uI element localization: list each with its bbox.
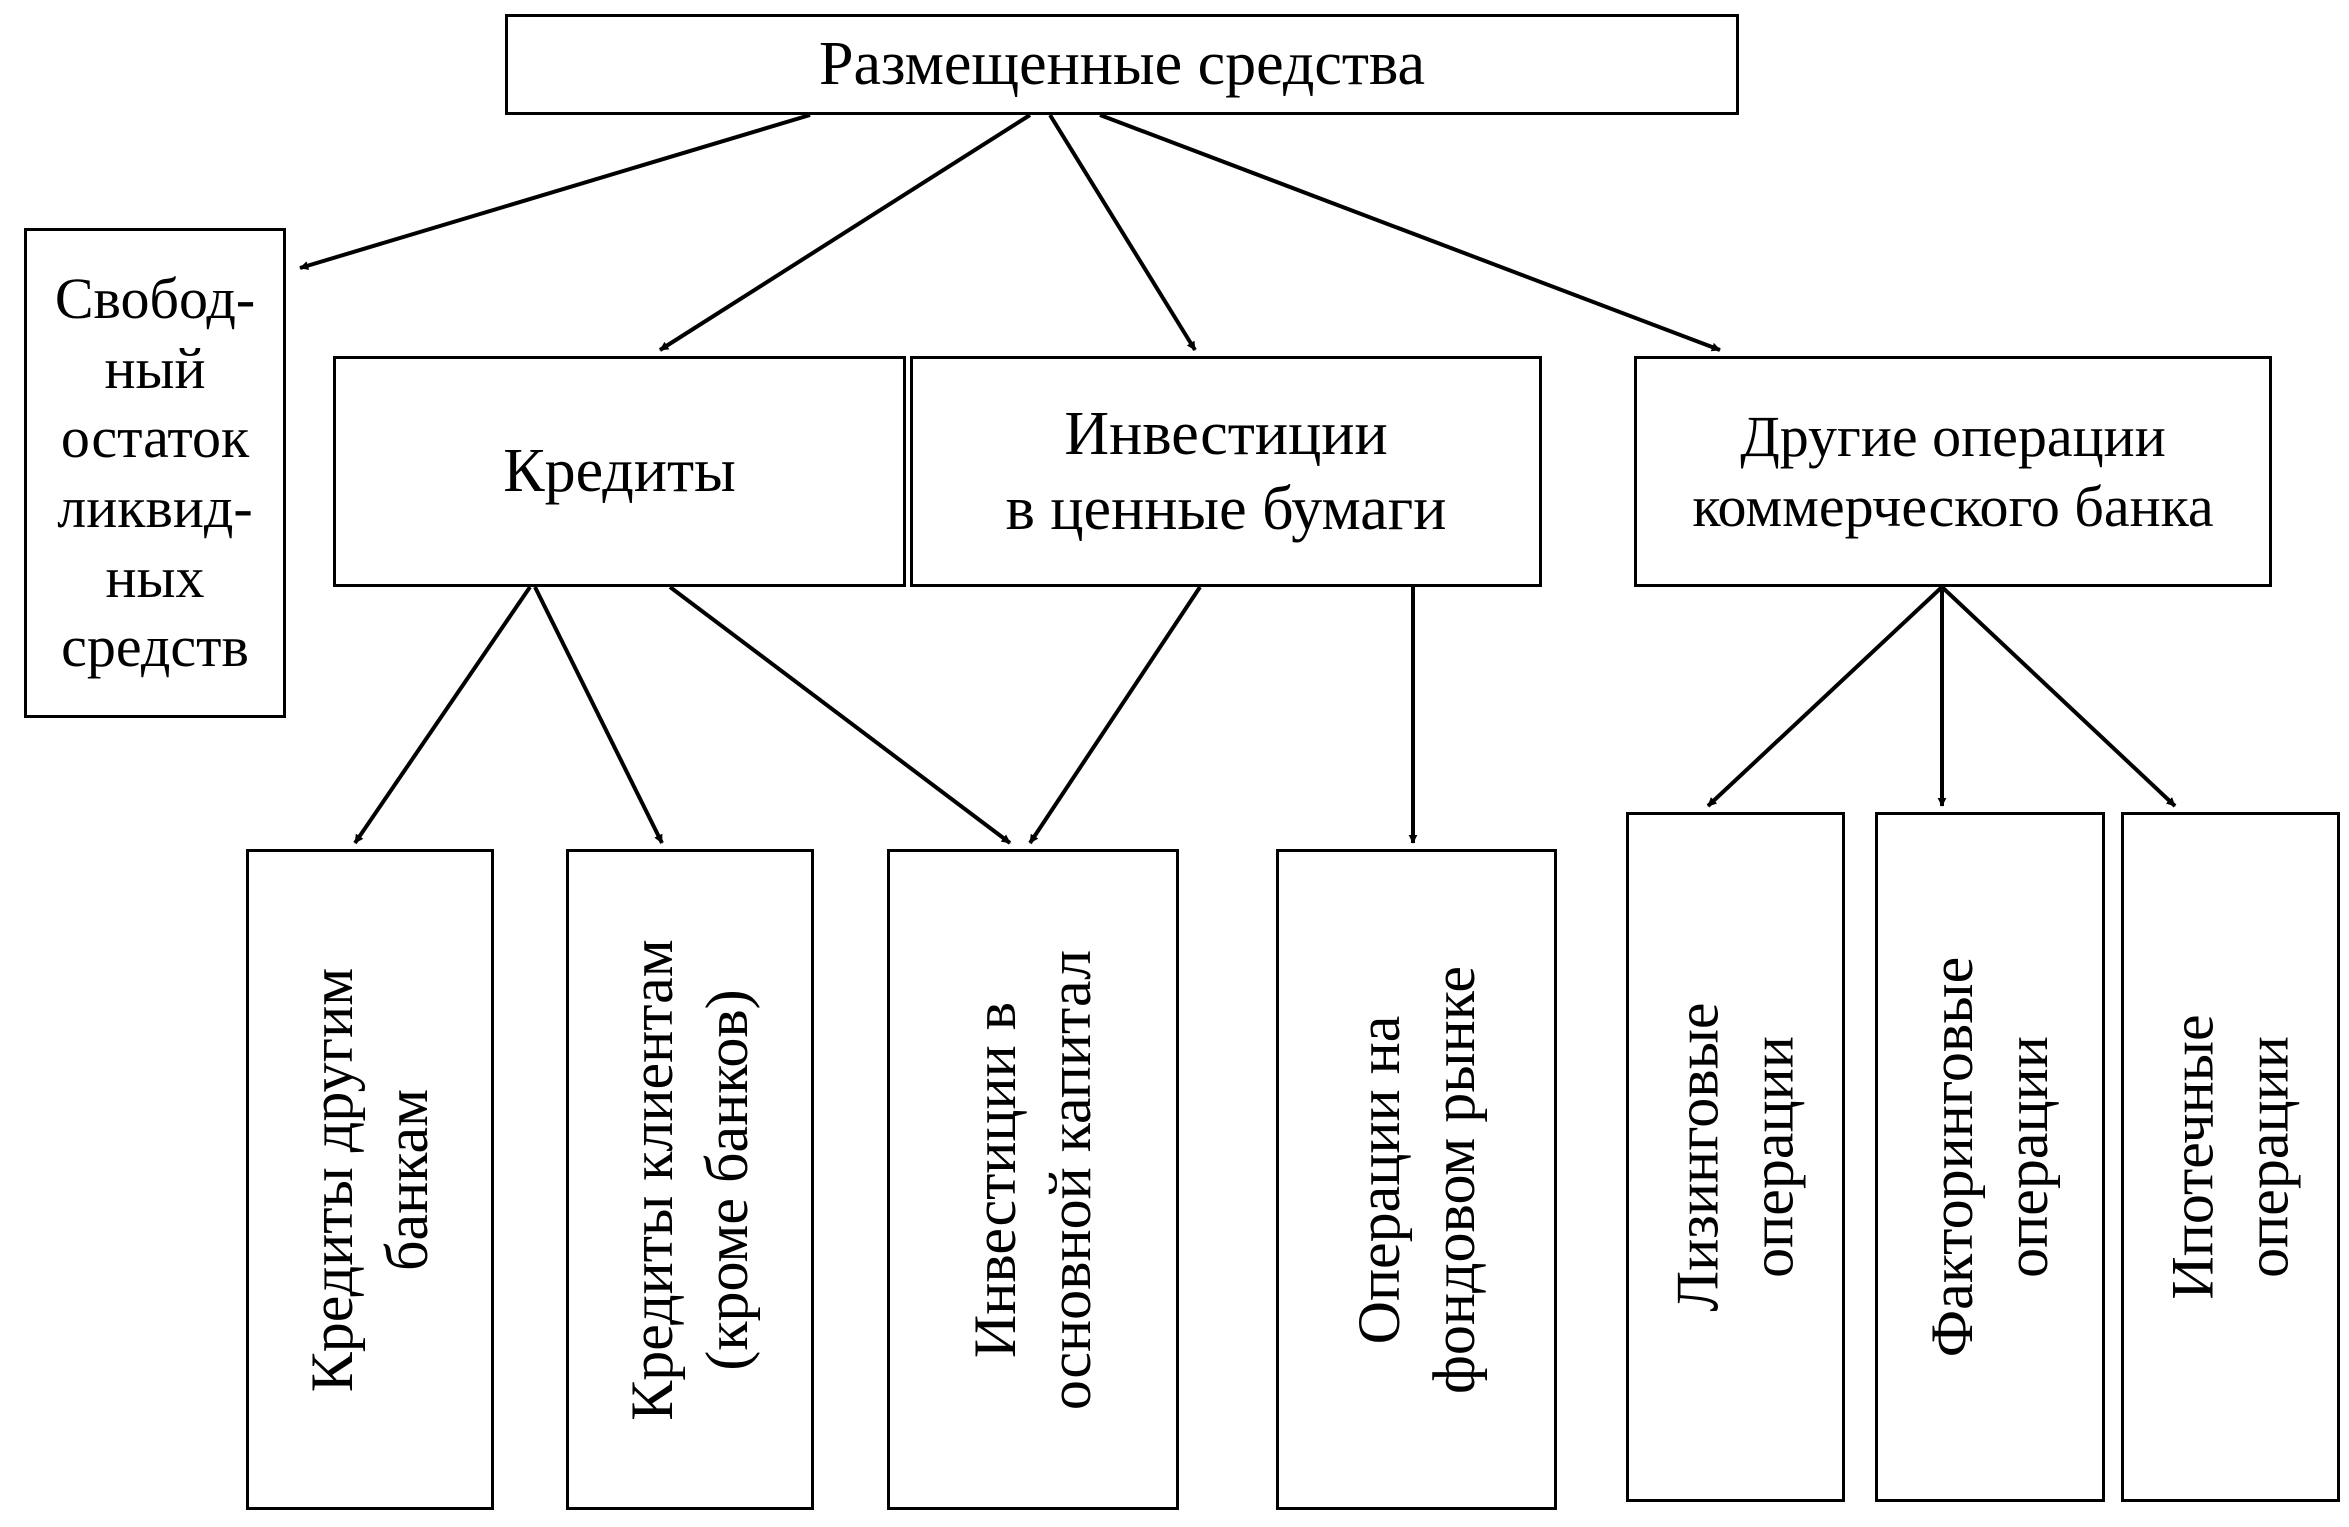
arrow-root-to-securities: [1048, 113, 1197, 352]
arrow-credits-to-credits-clients: [533, 586, 664, 844]
factoring-line-1: Факторинговые: [1919, 956, 1985, 1358]
mortgage-line-1: Ипотечные: [2159, 1014, 2226, 1300]
securities-line-2: в ценные бумаги: [1005, 474, 1447, 543]
arrow-credits-to-capital-investment: [668, 585, 1012, 845]
credits-clients-line-1: Кредиты клиентам: [619, 938, 685, 1421]
credits-label: Кредиты: [503, 437, 736, 506]
arrow-root-to-credits: [658, 113, 1032, 352]
other-operations-line-1: Другие операции: [1740, 403, 2166, 469]
securities-box: Инвестиции в ценные бумаги: [910, 356, 1542, 587]
root-label: Размещенные средства: [818, 30, 1425, 99]
credits-clients-line-2: (кроме банков): [694, 988, 760, 1371]
other-operations-line-2: коммерческого банка: [1692, 473, 2214, 539]
credits-box: Кредиты: [333, 356, 906, 587]
other-operations-box: Другие операции коммерческого банка: [1634, 356, 2272, 587]
stock-market-line-1: Операции на: [1345, 1015, 1412, 1344]
free-balance-line-6: средств: [61, 614, 249, 680]
free-balance-line-3: остаток: [60, 405, 250, 471]
arrow-credits-to-credits-banks: [353, 585, 532, 845]
arrow-securities-to-capital-investment: [1028, 585, 1202, 845]
root-box: Размещенные средства: [505, 14, 1739, 115]
capital-investment-line-1: Инвестиции в: [962, 1001, 1029, 1358]
credits-banks-line-2: банкам: [374, 1088, 441, 1271]
arrow-root-to-other-operations: [1099, 113, 1721, 352]
credits-banks-line-1: Кредиты другим: [299, 967, 366, 1392]
factoring-line-2: операции: [1994, 1036, 2060, 1278]
arrow-other-to-leasing: [1706, 585, 1944, 808]
arrow-root-to-free-balance: [299, 113, 811, 270]
free-balance-box: Свобод- ный остаток ликвид- ных средств: [24, 228, 286, 718]
stock-market-line-2: фондовом рынке: [1420, 965, 1487, 1394]
credits-clients-box: Кредиты клиентам(кроме банков): [566, 849, 814, 1510]
free-balance-line-1: Свобод-: [54, 266, 256, 332]
free-balance-line-5: ных: [105, 544, 205, 610]
capital-investment-line-2: основной капитал: [1037, 949, 1104, 1410]
securities-line-1: Инвестиции: [1064, 400, 1388, 469]
mortgage-line-2: операции: [2234, 1036, 2301, 1278]
leasing-line-1: Лизинговые: [1664, 1002, 1731, 1312]
free-balance-line-2: ный: [104, 335, 206, 401]
free-balance-line-4: ликвид-: [57, 475, 253, 540]
arrow-other-to-mortgage: [1940, 585, 2177, 808]
leasing-line-2: операции: [1739, 1036, 1806, 1278]
